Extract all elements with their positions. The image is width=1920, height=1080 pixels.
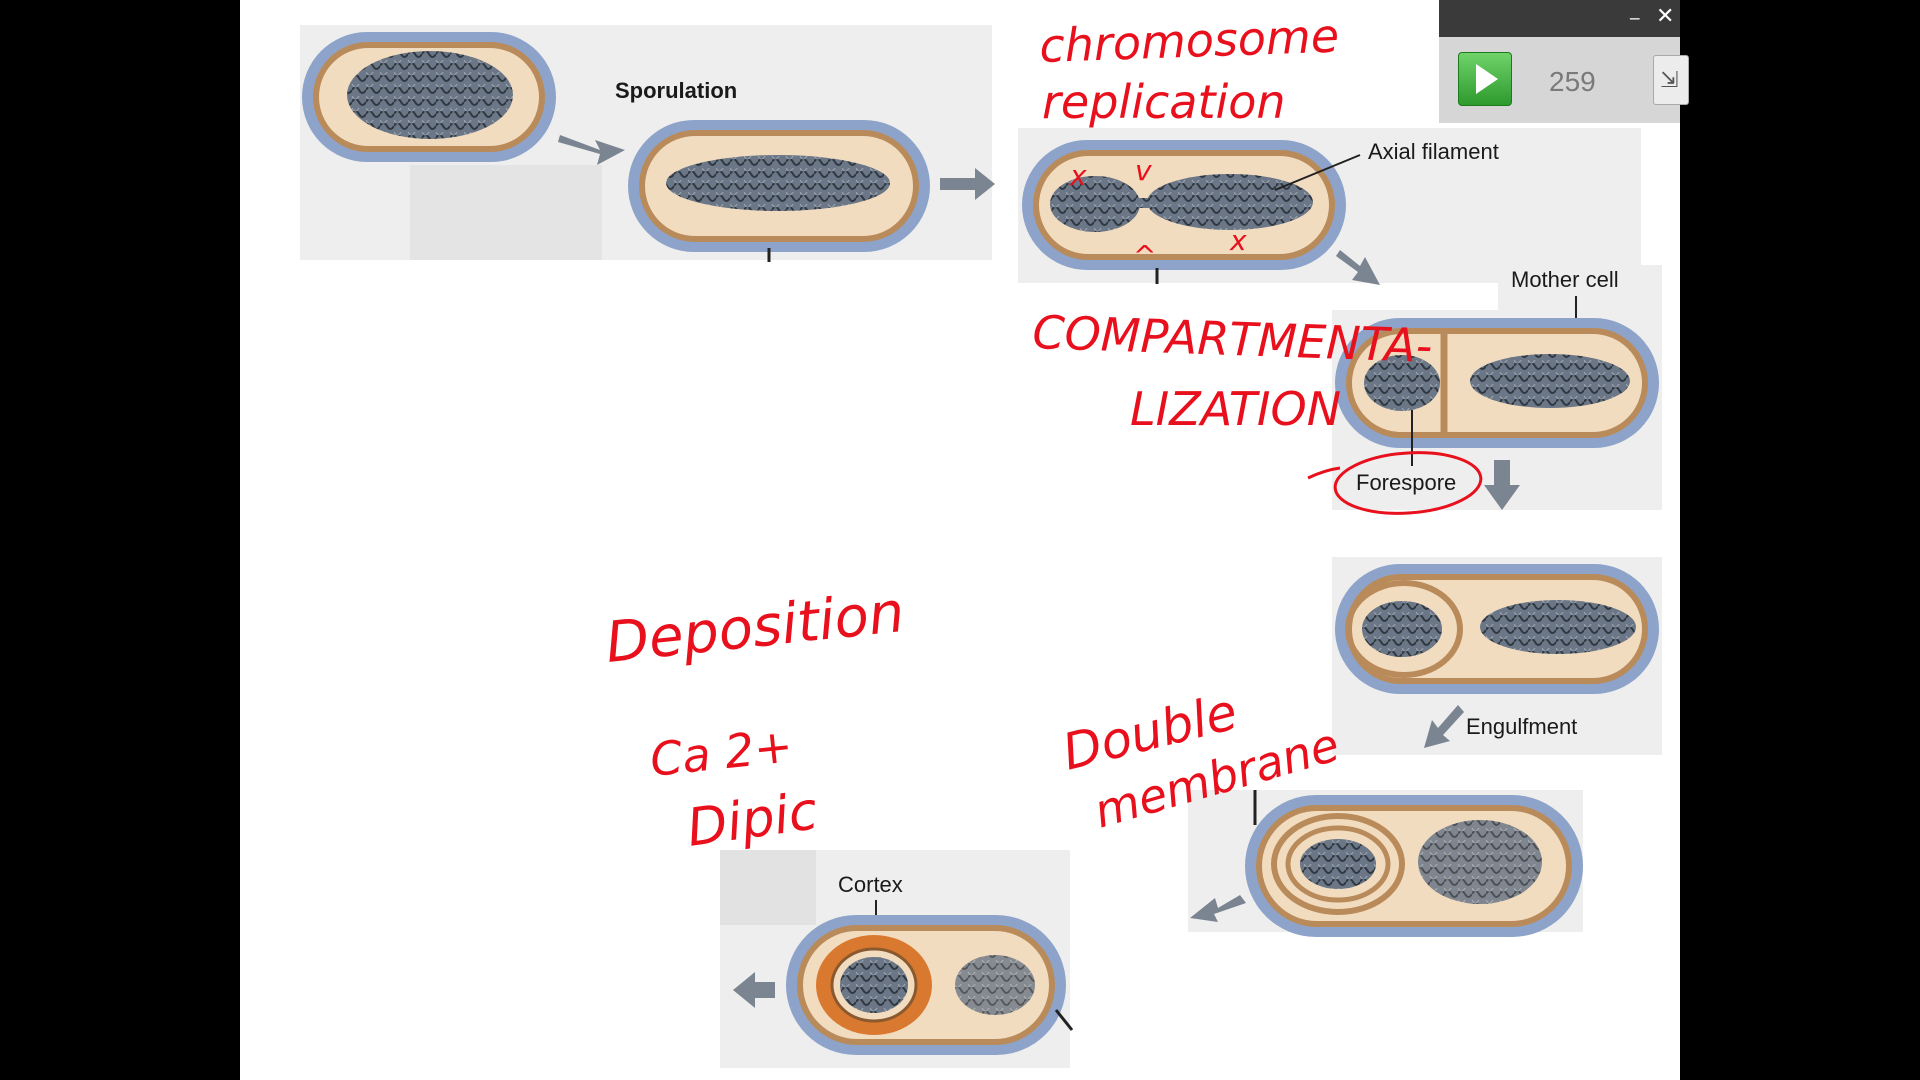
cell-double-membrane — [1245, 795, 1583, 937]
cell-cortex — [786, 915, 1066, 1055]
label-cortex: Cortex — [838, 872, 903, 897]
frame-counter: 259 — [1549, 66, 1596, 97]
ink-mark-caret: ^ — [1133, 239, 1156, 272]
panel-stage1-cut — [410, 165, 602, 260]
cell-engulfment — [1335, 564, 1659, 694]
ink-chromosome: chromosome — [1038, 9, 1339, 73]
label-engulfment: Engulfment — [1466, 714, 1577, 739]
play-button[interactable] — [1458, 52, 1512, 106]
label-axial-filament: Axial filament — [1368, 139, 1499, 164]
chromosome-blob — [347, 51, 513, 139]
stage6-tick — [1054, 1009, 1074, 1031]
arrow-3 — [1336, 250, 1380, 285]
cell-stage1-elongated — [628, 120, 930, 252]
resize-icon[interactable]: ⇲ — [1653, 55, 1689, 105]
cell-axial-filament — [1022, 140, 1346, 270]
player-titlebar[interactable] — [1439, 0, 1680, 37]
ink-dipic: Dipic — [683, 781, 821, 859]
ink-forespore-circle — [1333, 451, 1483, 515]
ink-forespore-tail — [1307, 466, 1341, 480]
ink-lization: LIZATION — [1130, 382, 1341, 436]
close-icon[interactable]: ✕ — [1656, 4, 1675, 29]
axial-filament-pointer — [1274, 154, 1361, 191]
play-icon — [1476, 64, 1498, 94]
arrow-5 — [1424, 705, 1464, 748]
ink-ca: Ca 2+ — [648, 718, 796, 787]
ink-mark-x2: x — [1229, 224, 1247, 257]
label-forespore: Forespore — [1356, 470, 1456, 495]
arrow-7 — [733, 972, 775, 1008]
cell-compartmentalized — [1335, 318, 1659, 448]
panel-stage6-cut — [720, 850, 816, 925]
panel-stage3-top — [1498, 265, 1662, 315]
chromosome-elongated — [666, 155, 890, 211]
arrow-2 — [940, 168, 995, 200]
arrow-1 — [558, 135, 625, 165]
ink-deposition: Deposition — [603, 580, 908, 676]
label-mother-cell: Mother cell — [1511, 267, 1619, 292]
ink-mark-x1: x — [1069, 159, 1087, 192]
label-sporulation: Sporulation — [615, 78, 737, 103]
cell-stage1-vegetative — [302, 32, 556, 162]
sporulation-diagram: Sporulation Axial filament Mother cell F… — [300, 9, 1662, 1068]
arrow-6 — [1190, 895, 1246, 922]
minimize-icon[interactable]: ‒ — [1629, 8, 1641, 29]
slide-canvas: Sporulation Axial filament Mother cell F… — [240, 0, 1680, 1080]
arrow-4 — [1484, 460, 1520, 510]
ink-mark-v: v — [1135, 154, 1152, 187]
ink-replication: replication — [1042, 75, 1286, 129]
video-player-widget: ‒ ✕ 259 ⇲ — [1439, 0, 1689, 123]
